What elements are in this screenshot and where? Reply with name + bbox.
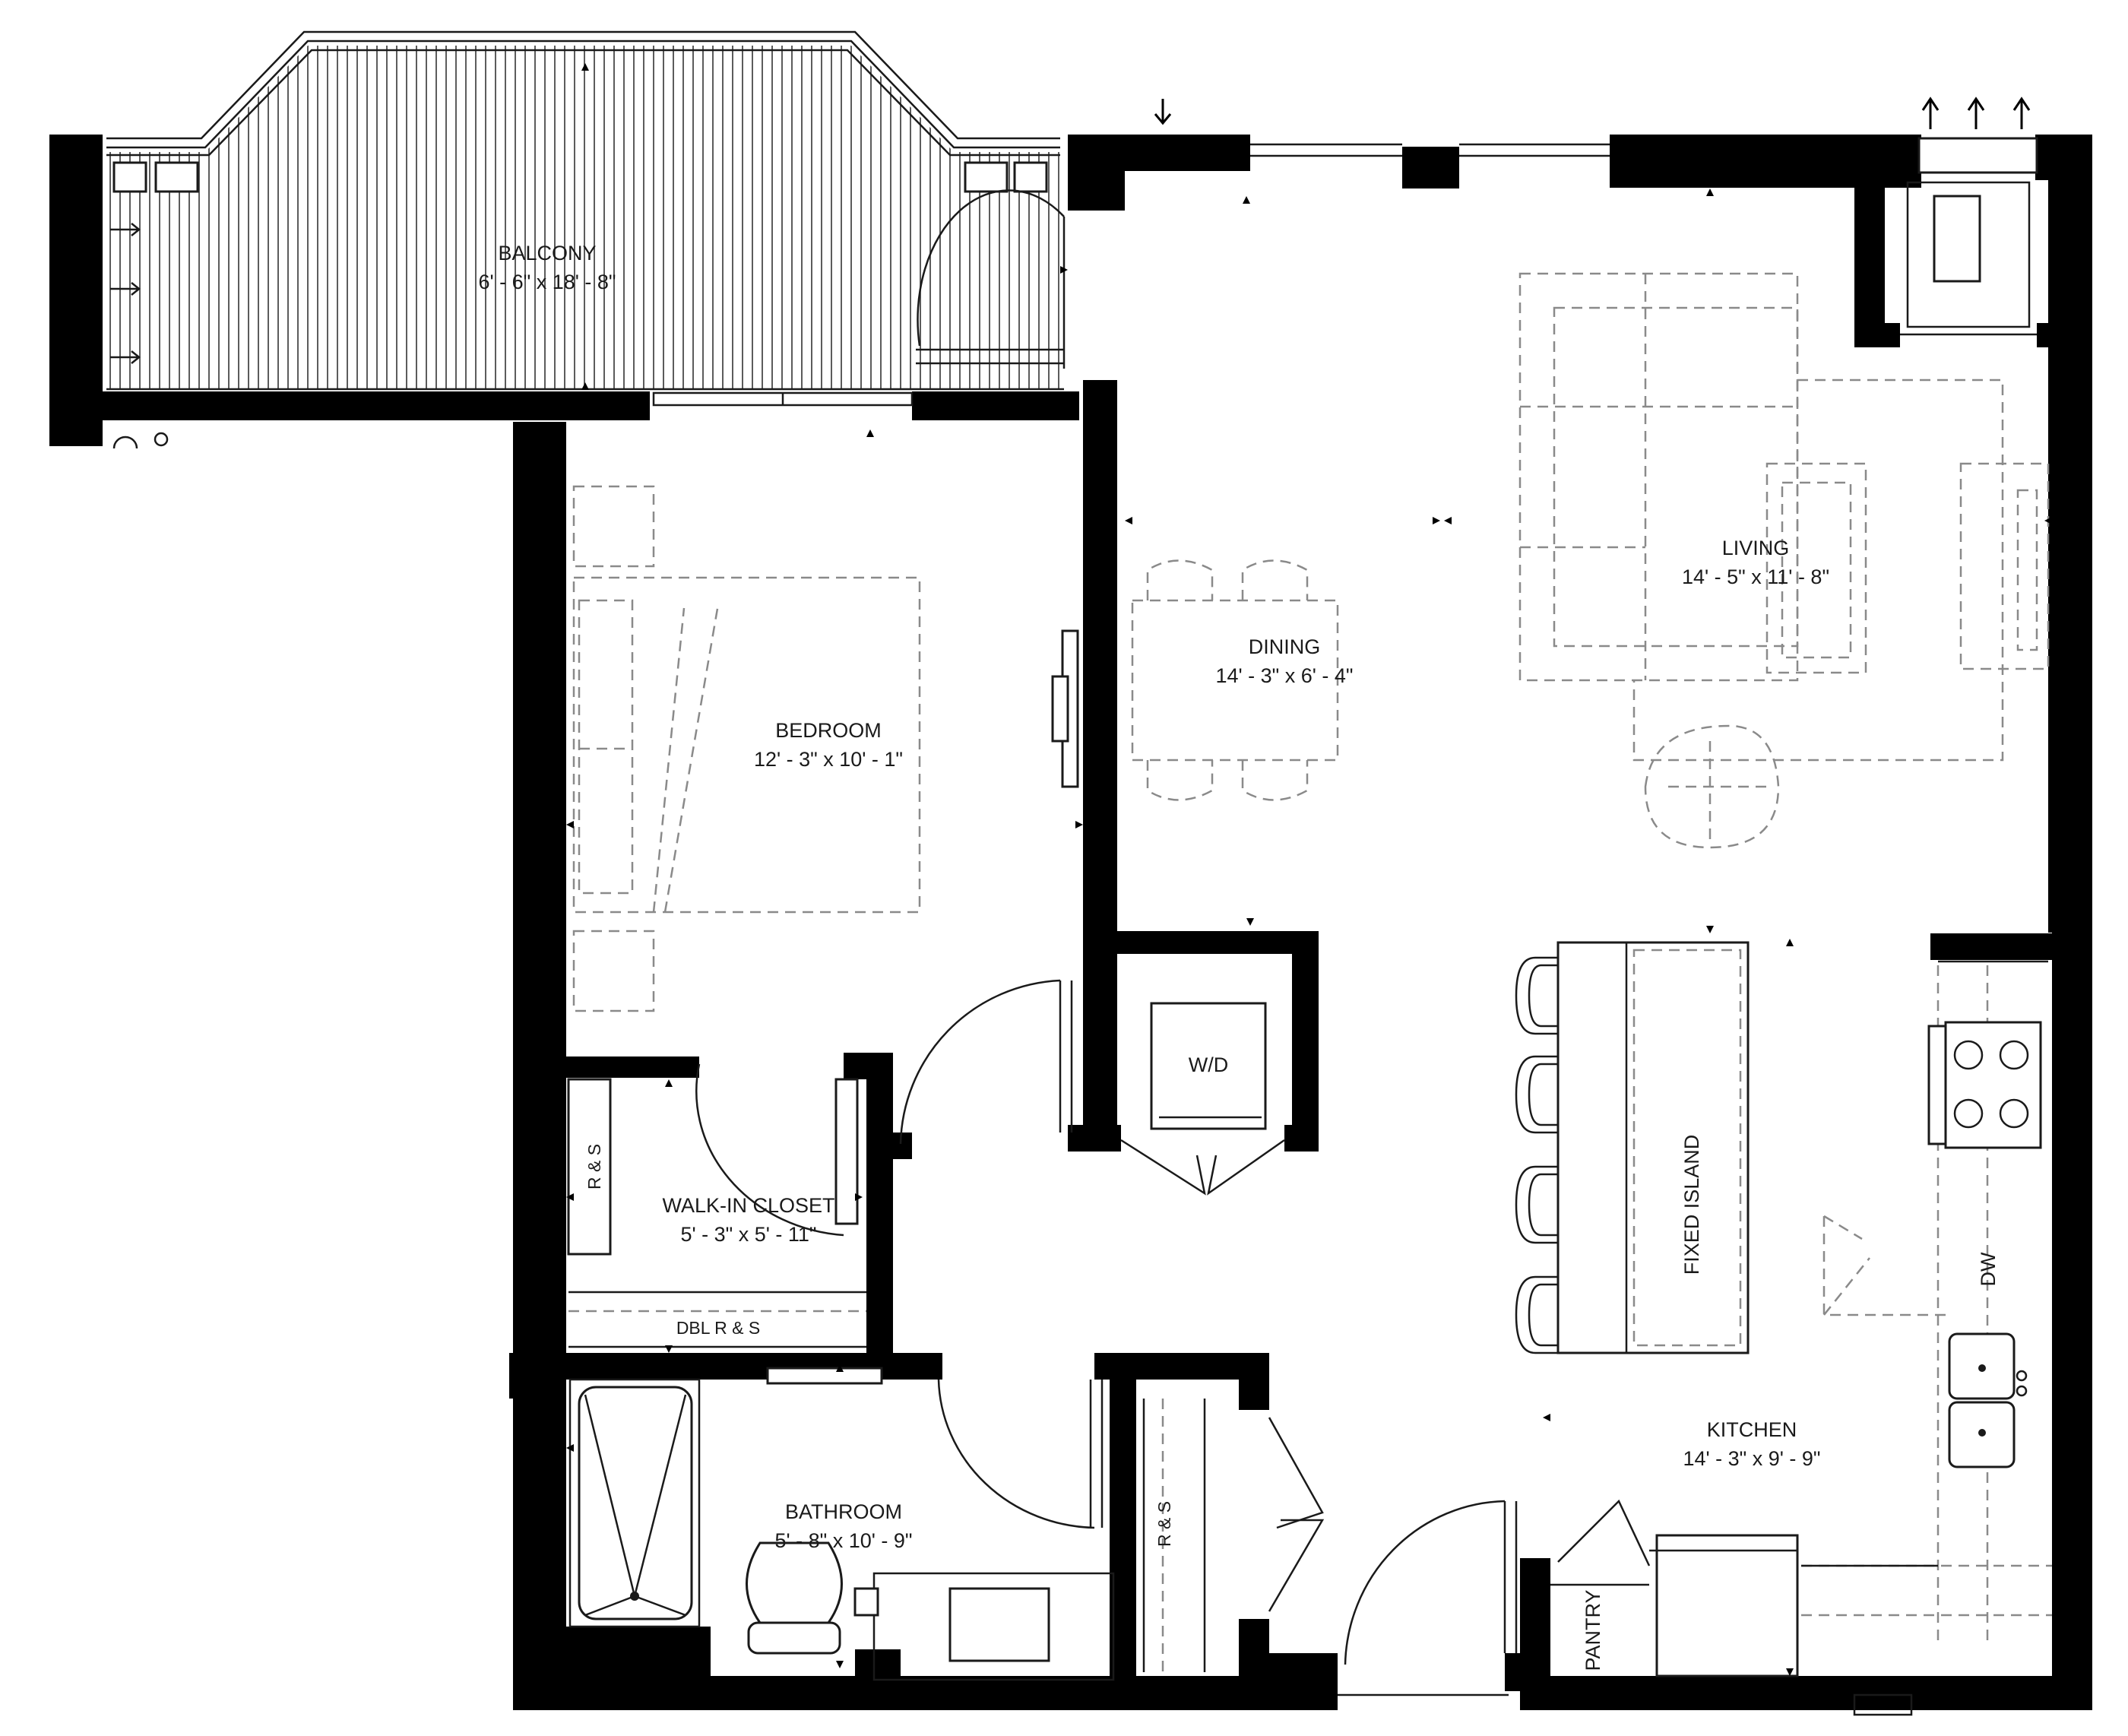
closet-size: 5' - 3" x 5' - 11"	[680, 1223, 816, 1246]
bar-stools	[1515, 956, 1558, 1354]
balcony-arrows	[110, 223, 141, 364]
washer-dryer-label: W/D	[1189, 1053, 1228, 1076]
bedroom-name: BEDROOM	[775, 719, 882, 742]
closet-rs-label: R & S	[584, 1144, 604, 1190]
bathroom-size: 5' - 8" x 10' - 9"	[774, 1529, 912, 1552]
bedroom-size: 12' - 3" x 10' - 1"	[754, 748, 903, 771]
balcony-wall-left	[49, 135, 103, 446]
bedroom: BEDROOM 12' - 3" x 10' - 1"	[572, 485, 1079, 1012]
dining-name: DINING	[1249, 635, 1321, 658]
hall-closet: R & S	[1142, 1399, 1206, 1672]
kitchen-name: KITCHEN	[1707, 1418, 1797, 1441]
balcony-size: 6' - 6" x 18' - 8"	[478, 271, 616, 293]
pantry-label: PANTRY	[1582, 1589, 1604, 1671]
living-size: 14' - 5" x 11' - 8"	[1682, 565, 1829, 588]
living: LIVING 14' - 5" x 11' - 8"	[1518, 272, 2050, 849]
walk-in-closet: R & S DBL R & S WALK-IN CLOSET 5' - 3" x…	[567, 1078, 866, 1348]
bathroom: BATHROOM 5' - 8" x 10' - 9"	[568, 1367, 1115, 1681]
bar-stool	[1515, 1165, 1558, 1244]
kitchen: FIXED ISLAND DW KITCHEN 14' - 3" x 9' - …	[1515, 941, 2052, 1677]
balcony-area: BALCONY 6' - 6" x 18' - 8"	[49, 30, 1079, 449]
bar-stool	[1515, 1055, 1558, 1134]
living-name: LIVING	[1722, 537, 1790, 559]
kitchen-size: 14' - 3" x 9' - 9"	[1683, 1447, 1820, 1470]
bar-stool	[1515, 1275, 1558, 1354]
bar-stool	[1515, 956, 1558, 1035]
exterior-walls	[509, 135, 2092, 1716]
dining: DINING 14' - 3" x 6' - 4"	[1131, 559, 1354, 801]
balcony-name: BALCONY	[498, 242, 596, 265]
hall-rs-label: R & S	[1154, 1501, 1174, 1547]
dining-size: 14' - 3" x 6' - 4"	[1215, 664, 1353, 687]
interior-walls	[566, 380, 1550, 1710]
laundry-closet: W/D	[1150, 1002, 1267, 1130]
dishwasher-label: DW	[1977, 1252, 2000, 1286]
closet-name: WALK-IN CLOSET	[662, 1194, 834, 1217]
doors	[695, 189, 1651, 1665]
dbl-rs-label: DBL R & S	[676, 1318, 760, 1338]
view-markers	[566, 63, 2052, 1676]
bathroom-name: BATHROOM	[785, 1500, 902, 1523]
island-label: FIXED ISLAND	[1680, 1135, 1703, 1275]
